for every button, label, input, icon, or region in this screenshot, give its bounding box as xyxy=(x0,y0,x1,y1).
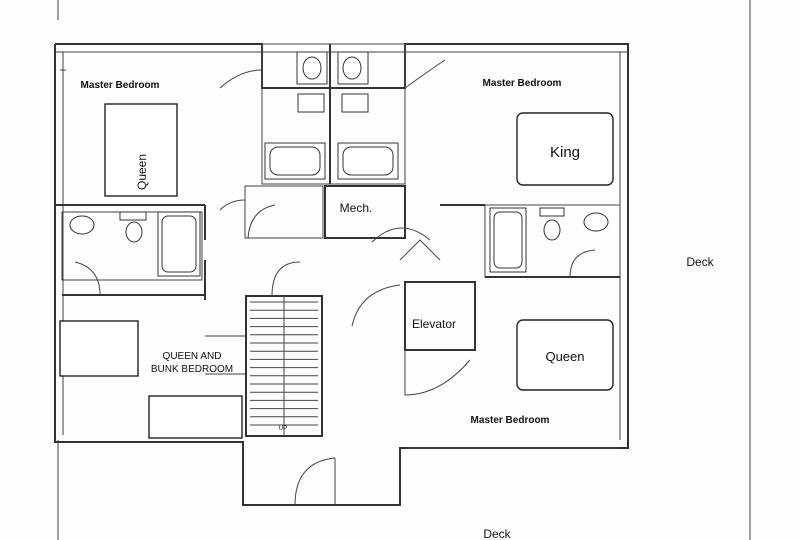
room-label-bunk-2: BUNK BEDROOM xyxy=(151,364,233,375)
sink-icon xyxy=(69,215,95,235)
deck-label-south: Deck xyxy=(483,527,511,540)
queen-bed-nw xyxy=(104,103,178,197)
bed-label-nw-queen: Queen xyxy=(135,154,149,190)
bed-label-se-queen: Queen xyxy=(545,349,584,364)
room-label-master-nw: Master Bedroom xyxy=(81,80,160,91)
elevator-shaft xyxy=(351,227,476,396)
queen-bed-se xyxy=(516,319,614,391)
deck-label-east: Deck xyxy=(686,255,714,269)
room-label-mech: Mech. xyxy=(340,201,373,215)
stairs-up-label: UP xyxy=(279,426,287,432)
bed-label-ne-king: King xyxy=(550,144,580,161)
toilet-icon xyxy=(125,221,143,243)
ne-bath xyxy=(440,204,621,278)
room-label-master-ne: Master Bedroom xyxy=(483,78,562,89)
bunk-bed-2 xyxy=(148,395,243,439)
bunk-bedroom xyxy=(59,320,245,439)
room-label-master-se: Master Bedroom xyxy=(471,415,550,426)
sink-icon xyxy=(297,93,325,113)
nw-bath xyxy=(61,211,206,300)
king-bed-ne xyxy=(516,112,614,186)
staircase xyxy=(245,261,336,506)
center-bathrooms xyxy=(219,43,446,185)
nw-master-bedroom xyxy=(55,69,206,240)
room-label-bunk-1: QUEEN AND xyxy=(163,351,222,362)
mech-room xyxy=(219,185,406,239)
sink-icon xyxy=(583,212,609,232)
room-label-elevator: Elevator xyxy=(412,317,456,331)
toilet-icon xyxy=(543,219,561,241)
bunk-bed-1 xyxy=(59,320,139,377)
sink-icon xyxy=(341,93,369,113)
